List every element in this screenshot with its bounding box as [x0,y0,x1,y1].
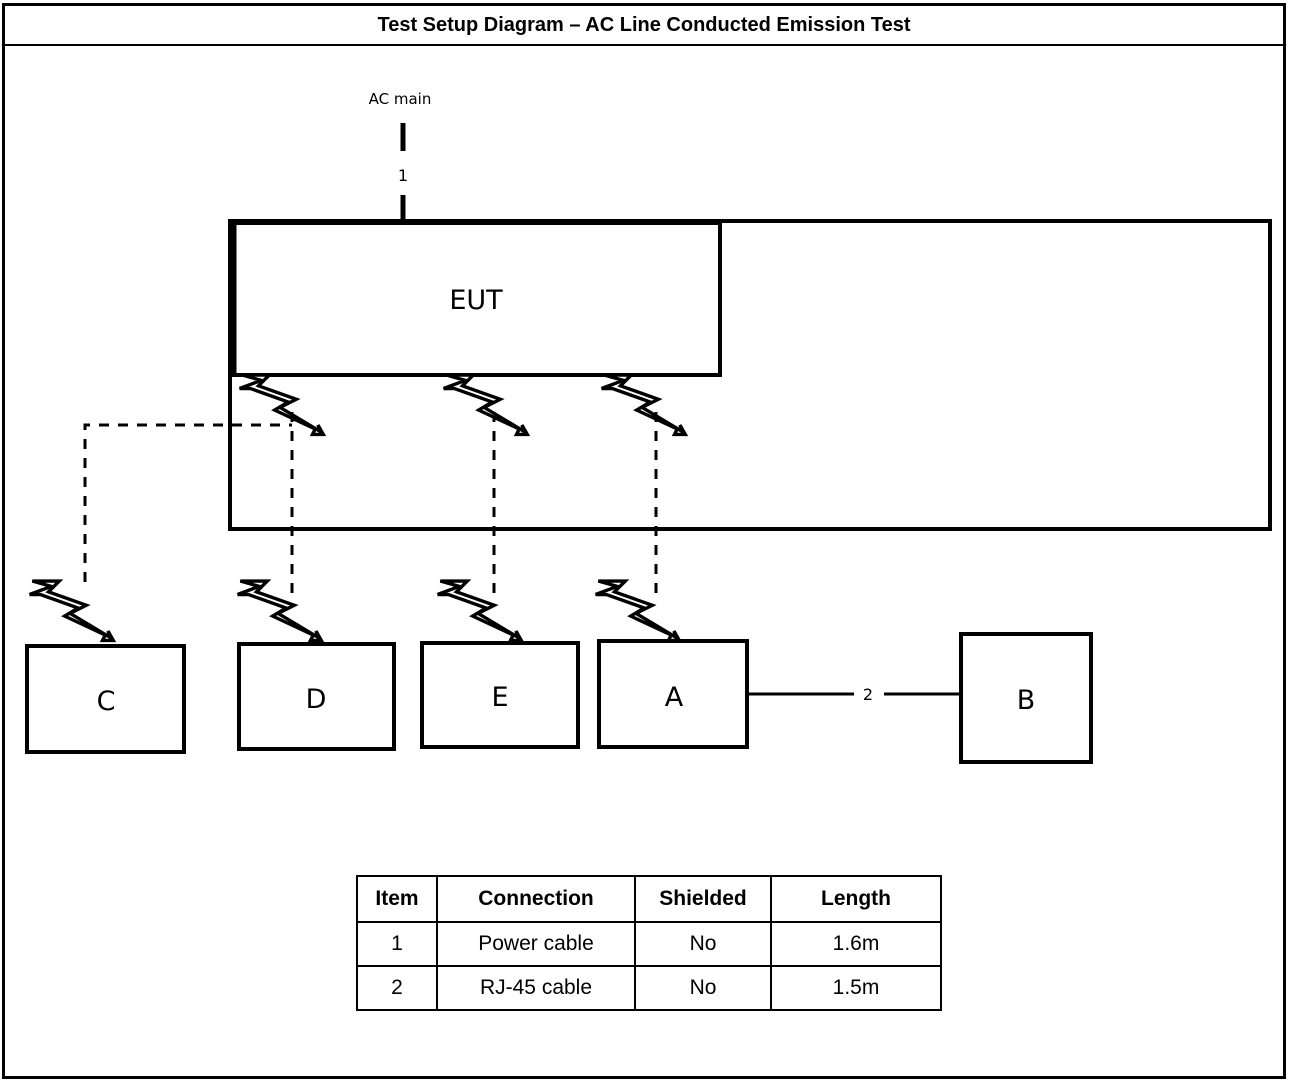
peripheral-b-box [959,632,1093,764]
cable-table: Item Connection Shielded Length 1 Power … [356,875,942,1011]
power-cable-number: 1 [398,166,408,185]
interference-bolt-icon [235,579,323,643]
diagram-frame: Test Setup Diagram – AC Line Conducted E… [2,3,1286,1079]
cell-item: 1 [356,921,438,967]
cell-shielded: No [634,965,772,1011]
peripheral-b-label: B [1017,685,1036,716]
peripheral-d-label: D [306,684,327,715]
peripheral-d-box [237,642,396,751]
peripheral-e-label: E [491,682,508,713]
rj45-cable-number: 2 [863,685,873,704]
table-row: 2 RJ-45 cable No 1.5m [356,965,942,1011]
peripheral-a-label: A [665,682,684,713]
interference-bolt-icon [27,579,115,643]
cell-length: 1.5m [770,965,942,1011]
cell-shielded: No [634,921,772,967]
cell-item: 2 [356,965,438,1011]
eut-label: EUT [449,285,503,316]
ac-main-label: AC main [369,90,432,108]
peripheral-c-label: C [97,686,116,717]
cell-connection: RJ-45 cable [436,965,636,1011]
interference-bolt-icon [599,373,687,437]
peripheral-e-box [420,641,580,749]
peripheral-a-box [597,639,749,749]
cable-c-dashed [83,423,292,582]
column-header-shielded: Shielded [634,875,772,923]
interference-bolt-icon [435,579,523,643]
table-row: 1 Power cable No 1.6m [356,921,942,967]
column-header-item: Item [356,875,438,923]
column-header-length: Length [770,875,942,923]
cell-connection: Power cable [436,921,636,967]
diagram-title: Test Setup Diagram – AC Line Conducted E… [5,6,1283,46]
interference-bolt-icon [441,373,529,437]
eut-box [230,221,722,377]
cell-length: 1.6m [770,921,942,967]
interference-bolt-icon [593,579,681,643]
table-header-row: Item Connection Shielded Length [356,875,942,923]
column-header-connection: Connection [436,875,636,923]
peripheral-c-box [25,644,186,754]
